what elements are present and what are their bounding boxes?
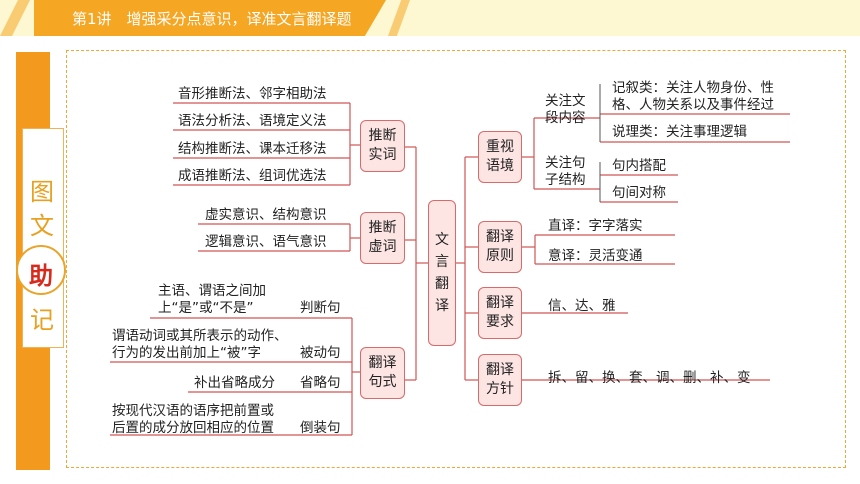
yujing-a-label: 关注文段内容 [545, 93, 586, 126]
shici-item: 语法分析法、语境定义法 [178, 113, 327, 129]
center-node: 文言翻译 [428, 200, 456, 346]
yujing-b-item: 句内搭配 [612, 158, 666, 174]
sidebar-badge: 助 [16, 245, 66, 295]
yujing-b-label: 关注句子结构 [545, 155, 586, 188]
jushi-desc: 主语、谓语之间加 [158, 283, 266, 299]
yuanze-item: 直译：字字落实 [548, 218, 643, 234]
yujing-a-item: 说理类：关注事理逻辑 [612, 124, 747, 140]
node-yaoqiu: 翻译要求 [478, 287, 522, 339]
jushi-desc: 后置的成分放回相应的位置 [112, 420, 274, 436]
yujing-a-item: 记叙类：关注人物身份、性格、人物关系以及事件经过 [612, 80, 774, 113]
jushi-type: 省略句 [300, 375, 341, 391]
sidebar-char-tu: 图 [30, 178, 54, 206]
jushi-desc: 谓语动词或其所表示的动作、 [112, 328, 288, 344]
jushi-desc: 上“是”或“不是” [158, 300, 254, 316]
node-xuci: 推断虚词 [360, 212, 405, 264]
fangzhen-item: 拆、留、换、套、调、删、补、变 [548, 370, 751, 386]
sidebar-char-ji: 记 [30, 306, 54, 334]
shici-item: 成语推断法、组词优选法 [178, 168, 327, 184]
header-title: 第1讲 增强采分点意识，译准文言翻译题 [72, 10, 352, 28]
node-shici: 推断实词 [360, 120, 405, 172]
shici-item: 结构推断法、课本迁移法 [178, 141, 327, 157]
node-yujing: 重视语境 [478, 131, 522, 183]
jushi-desc: 行为的发出前加上“被”字 [112, 345, 261, 361]
sidebar-char-zhu: 助 [29, 261, 53, 290]
jushi-type: 倒装句 [300, 420, 341, 436]
yaoqiu-item: 信、达、雅 [548, 298, 616, 314]
xuci-item: 虚实意识、结构意识 [205, 207, 327, 223]
sidebar-char-wen: 文 [30, 212, 54, 240]
xuci-item: 逻辑意识、语气意识 [205, 234, 327, 250]
yujing-b-item: 句间对称 [612, 185, 666, 201]
jushi-desc: 补出省略成分 [194, 375, 275, 391]
shici-item: 音形推断法、邻字相助法 [178, 86, 327, 102]
diagram-frame [66, 50, 846, 468]
node-jushi: 翻译句式 [360, 347, 405, 399]
jushi-type: 判断句 [300, 300, 341, 316]
jushi-desc: 按现代汉语的语序把前置或 [112, 403, 274, 419]
yuanze-item: 意译：灵活变通 [548, 248, 643, 264]
node-fangzhen: 翻译方针 [478, 354, 522, 406]
sidebar-card [22, 128, 64, 348]
node-yuanze: 翻译原则 [478, 221, 522, 273]
jushi-type: 被动句 [300, 345, 341, 361]
header-tab [34, 0, 386, 36]
